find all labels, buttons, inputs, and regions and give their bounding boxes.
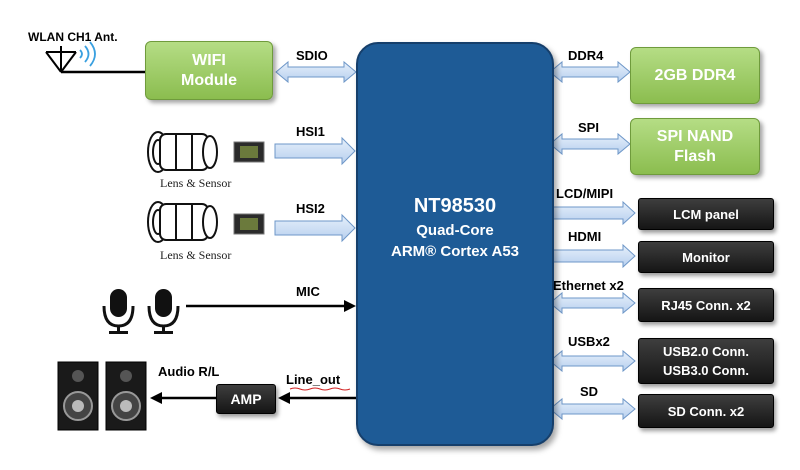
usb-box-line2: USB3.0 Conn.	[663, 363, 749, 378]
hdmi-label: HDMI	[568, 229, 602, 244]
ddr-box-label: 2GB DDR4	[654, 66, 736, 84]
rj45-label: RJ45 Conn. x2	[661, 297, 751, 313]
rj45-box: RJ45 Conn. x2	[638, 288, 774, 322]
hsi1-arrow	[274, 136, 356, 166]
lcm-panel-label: LCM panel	[673, 206, 739, 222]
sd-box: SD Conn. x2	[638, 394, 774, 428]
ethernet-label: Ethernet x2	[553, 278, 624, 293]
amp-box: AMP	[216, 384, 276, 414]
hdmi-arrow	[549, 243, 636, 269]
sd-arrow	[549, 397, 636, 421]
soc-cpu: ARM® Cortex A53	[390, 243, 520, 260]
antenna-label: WLAN CH1 Ant.	[28, 30, 118, 44]
hsi1-label: HSI1	[296, 124, 325, 139]
lcm-panel-box: LCM panel	[638, 198, 774, 230]
spi-nand-line2: Flash	[674, 147, 716, 165]
mic-arrow	[186, 300, 356, 312]
lens-icon	[147, 131, 218, 173]
antenna-icon	[45, 46, 145, 74]
spi-nand-box: SPI NAND Flash	[630, 118, 760, 175]
sdio-arrow	[275, 60, 357, 84]
microphone-icon	[102, 289, 135, 334]
sd-label: SD	[580, 384, 599, 399]
lens-icon	[147, 201, 218, 243]
amp-speaker-arrow	[150, 392, 216, 404]
soc-text: NT98530 Quad-Core ARM® Cortex A53	[356, 192, 554, 262]
soc-cores: Quad-Core	[416, 222, 494, 239]
spi-nand-line1: SPI NAND	[656, 127, 734, 145]
ethernet-arrow	[549, 291, 636, 315]
ddr4-arrow	[549, 60, 631, 84]
soc-block	[356, 42, 554, 446]
ddr-box: 2GB DDR4	[630, 47, 760, 104]
usb-arrow	[549, 349, 636, 373]
lcd-mipi-label: LCD/MIPI	[556, 186, 614, 201]
speaker-icon	[105, 361, 147, 431]
spi-label: SPI	[578, 120, 599, 135]
usb-label: USBx2	[568, 334, 610, 349]
hsi2-label: HSI2	[296, 201, 325, 216]
wifi-module-box: WIFI Module	[145, 41, 273, 100]
microphone-icon	[147, 289, 180, 334]
sd-box-label: SD Conn. x2	[667, 403, 745, 419]
amp-box-label: AMP	[230, 390, 262, 407]
wifi-signal-icon	[79, 41, 96, 67]
mic-label: MIC	[296, 284, 320, 299]
lcd-mipi-arrow	[549, 200, 636, 226]
wifi-module-line2: Module	[181, 71, 237, 89]
hsi2-arrow	[274, 213, 356, 243]
usb-box: USB2.0 Conn. USB3.0 Conn.	[638, 338, 774, 384]
ddr4-label: DDR4	[568, 48, 604, 63]
audio-label: Audio R/L	[158, 364, 220, 379]
sdio-label: SDIO	[296, 48, 328, 63]
monitor-label: Monitor	[682, 249, 730, 265]
lens-sensor-caption-2: Lens & Sensor	[160, 248, 232, 262]
line-out-arrow	[278, 387, 356, 404]
image-sensor-icon	[233, 141, 265, 163]
spi-arrow	[549, 132, 631, 156]
wifi-module-line1: WIFI	[192, 51, 226, 69]
line-out-label: Line_out	[286, 372, 341, 387]
speaker-icon	[57, 361, 99, 431]
usb-box-line1: USB2.0 Conn.	[663, 344, 749, 359]
image-sensor-icon	[233, 213, 265, 235]
lens-sensor-caption-1: Lens & Sensor	[160, 176, 232, 190]
soc-name: NT98530	[413, 195, 497, 217]
monitor-box: Monitor	[638, 241, 774, 273]
